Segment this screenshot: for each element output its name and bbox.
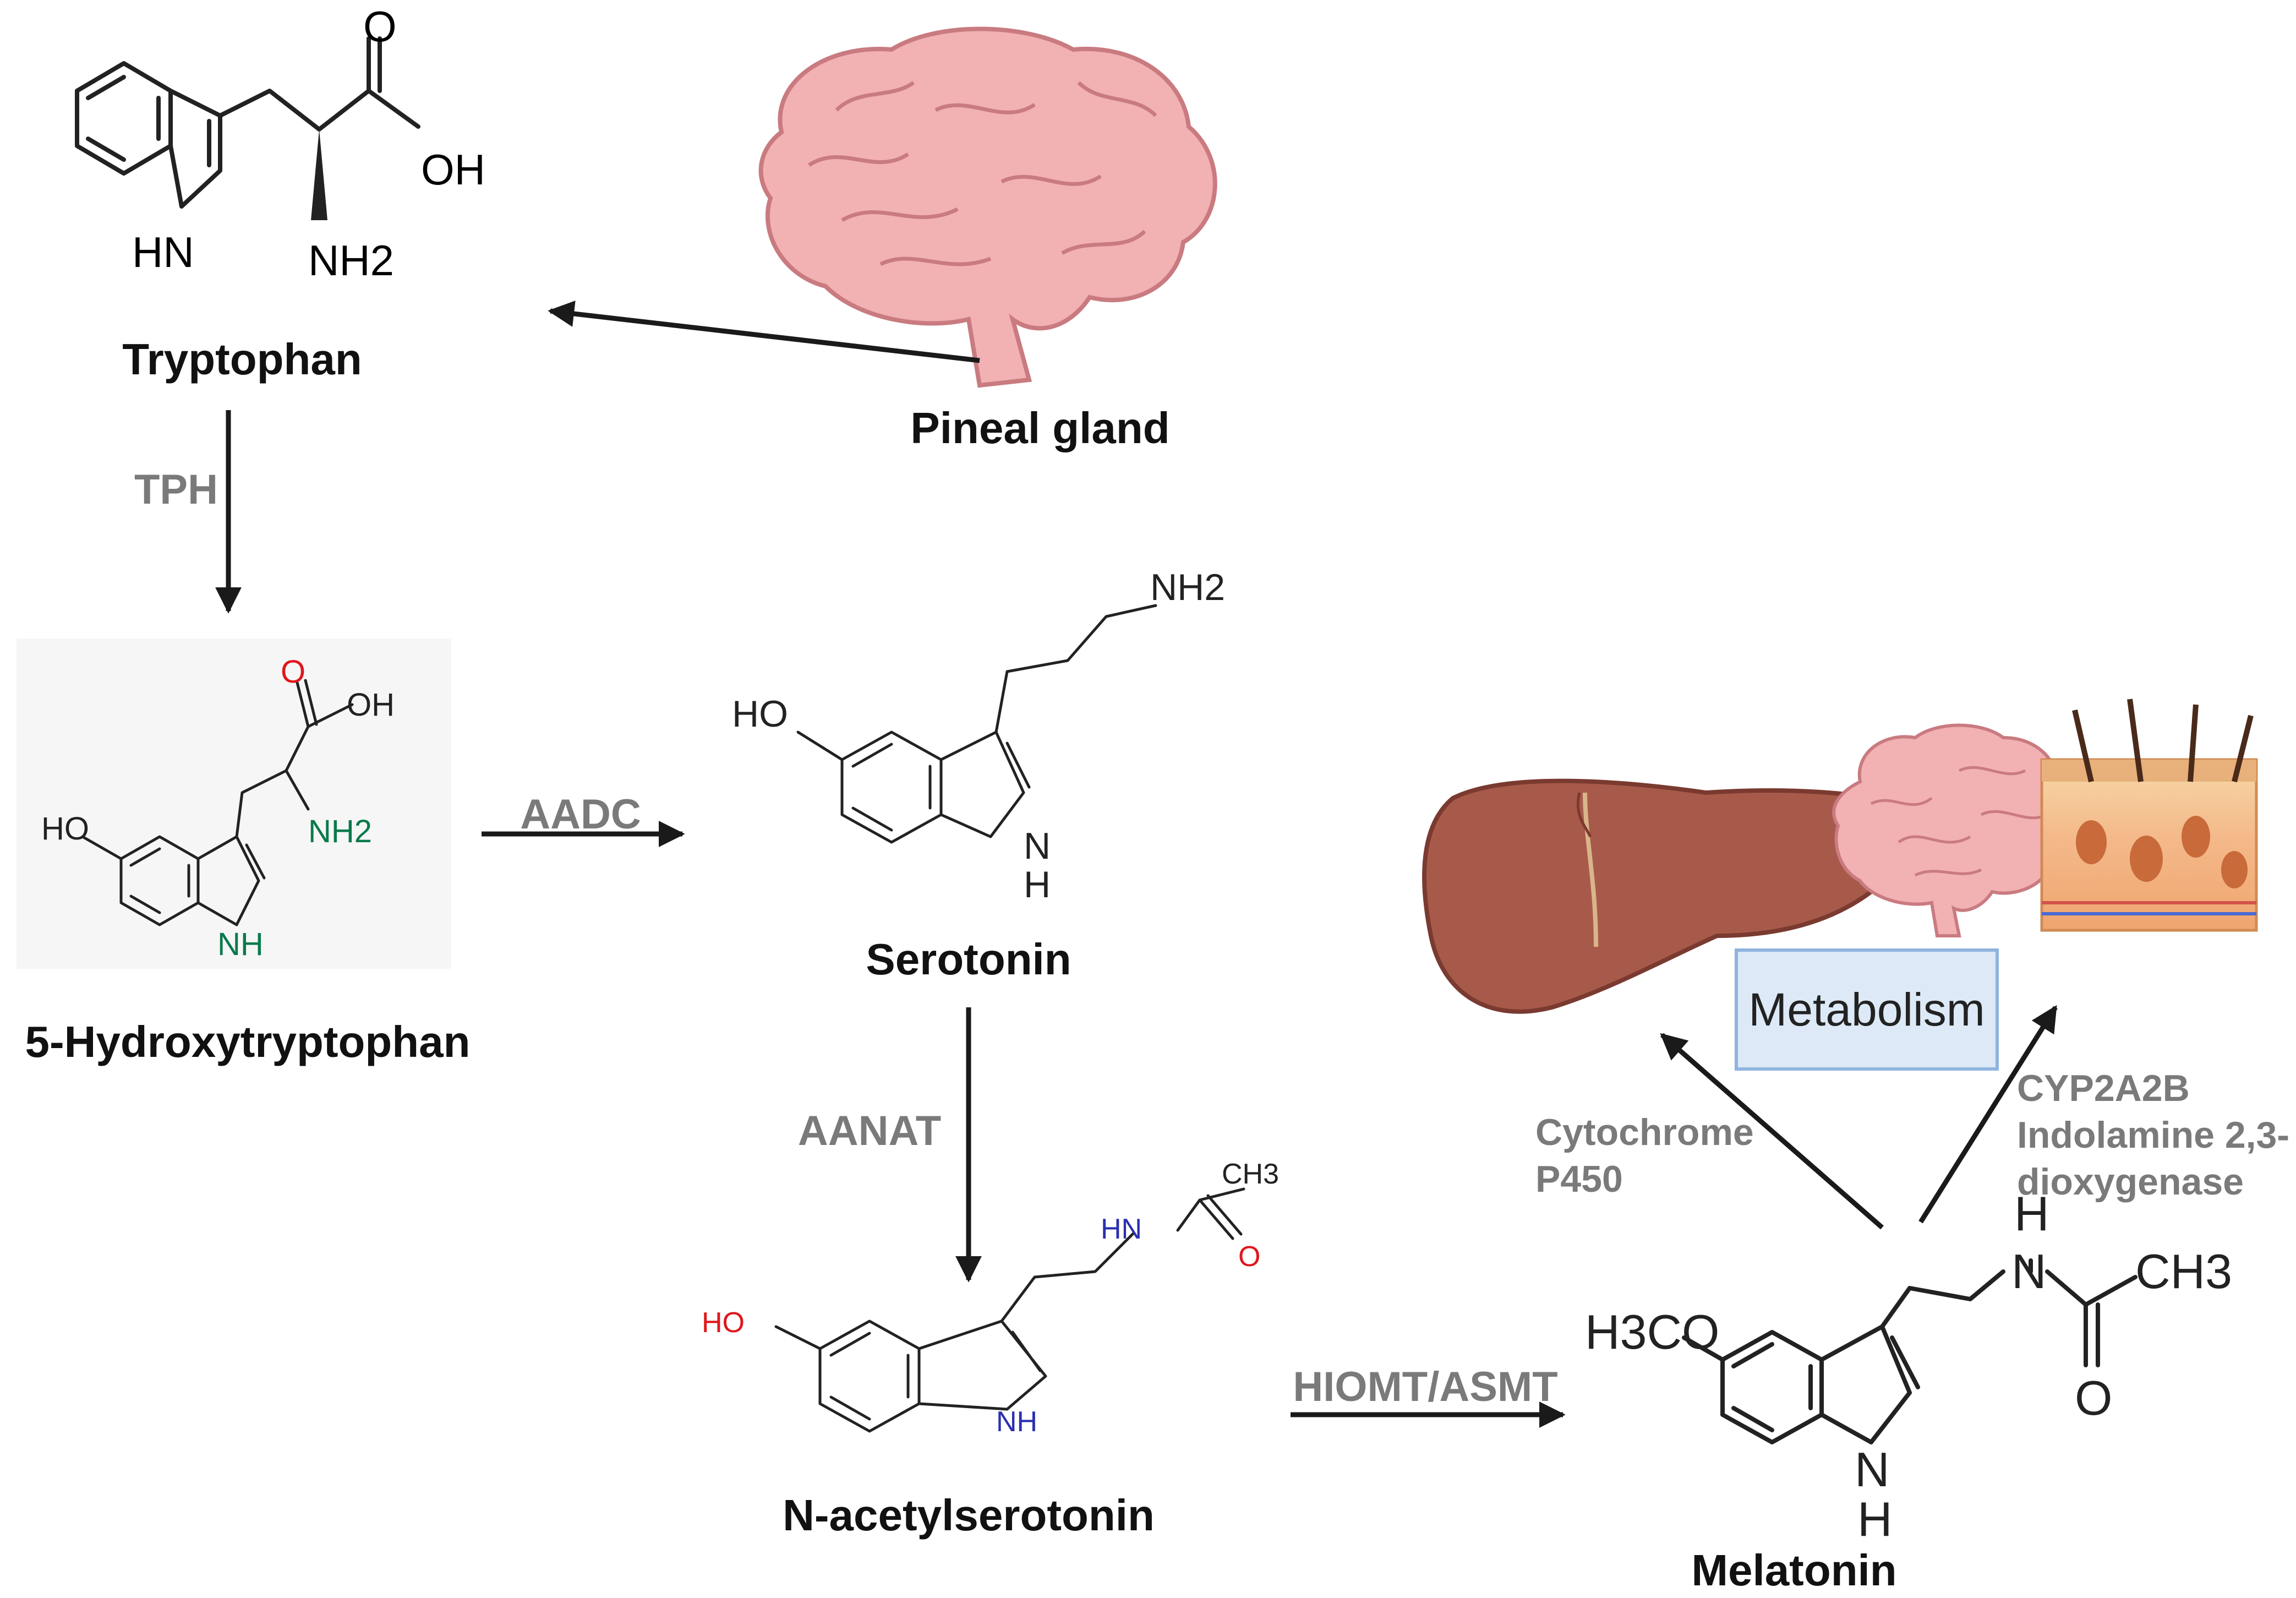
n-acetylserotonin-o-atom: O [1238,1241,1260,1273]
n-acetylserotonin-nh-atom: NH [996,1406,1037,1438]
serotonin-n-atom: N [1024,825,1051,867]
aadc-enzyme-label: AADC [520,791,641,838]
hydroxytryptophan-oh-atom: OH [347,687,395,723]
serotonin-structure: HO NH2 N H [732,566,1225,906]
n-acetylserotonin-hn-atom: HN [1101,1213,1142,1245]
n-acetylserotonin-label: N-acetylserotonin [783,1491,1155,1540]
pineal-to-tryptophan-arrow [548,301,980,363]
brain-icon [758,26,1217,388]
hydroxytryptophan-ho-atom: HO [41,811,89,847]
melatonin-structure: H3CO H N CH3 O N H [1585,1186,2232,1546]
tryptophan-label: Tryptophan [122,335,362,384]
tryptophan-hn-atom: HN [132,228,194,276]
tryptophan-structure: O OH HN NH2 [75,2,485,285]
cytochrome-arrow [1660,1033,1884,1230]
hydroxytryptophan-label: 5-Hydroxytryptophan [25,1017,471,1066]
cyp-label-line3: dioxygenase [2017,1161,2244,1203]
n-acetylserotonin-ho-atom: HO [702,1307,745,1339]
melatonin-h3co-atom: H3CO [1585,1305,1720,1359]
tryptophan-nh2-atom: NH2 [308,236,394,285]
tph-enzyme-label: TPH [134,466,218,513]
cytochrome-label-line2: P450 [1535,1158,1623,1200]
melatonin-ring-n-atom: N [1855,1442,1890,1497]
serotonin-nh2-atom: NH2 [1150,566,1225,608]
pineal-gland-label: Pineal gland [910,403,1169,452]
melatonin-ch3-atom: CH3 [2135,1244,2232,1299]
serotonin-h-atom: H [1024,864,1051,906]
hydroxytryptophan-nh2-atom: NH2 [308,814,372,849]
metabolism-box: Metabolism [1735,948,1999,1071]
aanat-enzyme-label: AANAT [798,1108,941,1154]
tryptophan-o-atom: O [363,2,397,51]
hydroxytryptophan-o-atom: O [281,654,305,690]
skin-icon [2040,699,2258,932]
hydroxytryptophan-image-background [17,639,451,969]
cytochrome-label-line1: Cytochrome [1535,1111,1754,1153]
n-acetylserotonin-ch3-atom: CH3 [1222,1158,1279,1190]
hydroxytryptophan-structure: O OH HO NH2 NH [41,654,395,962]
hiomt-enzyme-label: HIOMT/ASMT [1293,1364,1557,1410]
brain-icon [1832,723,2074,937]
melatonin-o-atom: O [2075,1371,2112,1425]
hydroxytryptophan-nh-atom: NH [217,926,264,962]
serotonin-label: Serotonin [866,935,1071,984]
melatonin-h-atom: H [2014,1186,2049,1241]
cyp-label-line2: Indolamine 2,3- [2017,1114,2289,1156]
serotonin-ho-atom: HO [732,693,788,735]
liver-icon [1422,778,1915,1014]
tryptophan-oh-atom: OH [421,145,485,194]
cyp-arrow [1918,1005,2058,1224]
cyp-label-line1: CYP2A2B [2017,1067,2190,1109]
n-acetylserotonin-structure: HO HN CH3 O NH [702,1158,1279,1438]
melatonin-n-atom: N [2011,1244,2047,1299]
melatonin-ring-h-atom: H [1857,1492,1893,1546]
melatonin-label: Melatonin [1691,1546,1896,1595]
